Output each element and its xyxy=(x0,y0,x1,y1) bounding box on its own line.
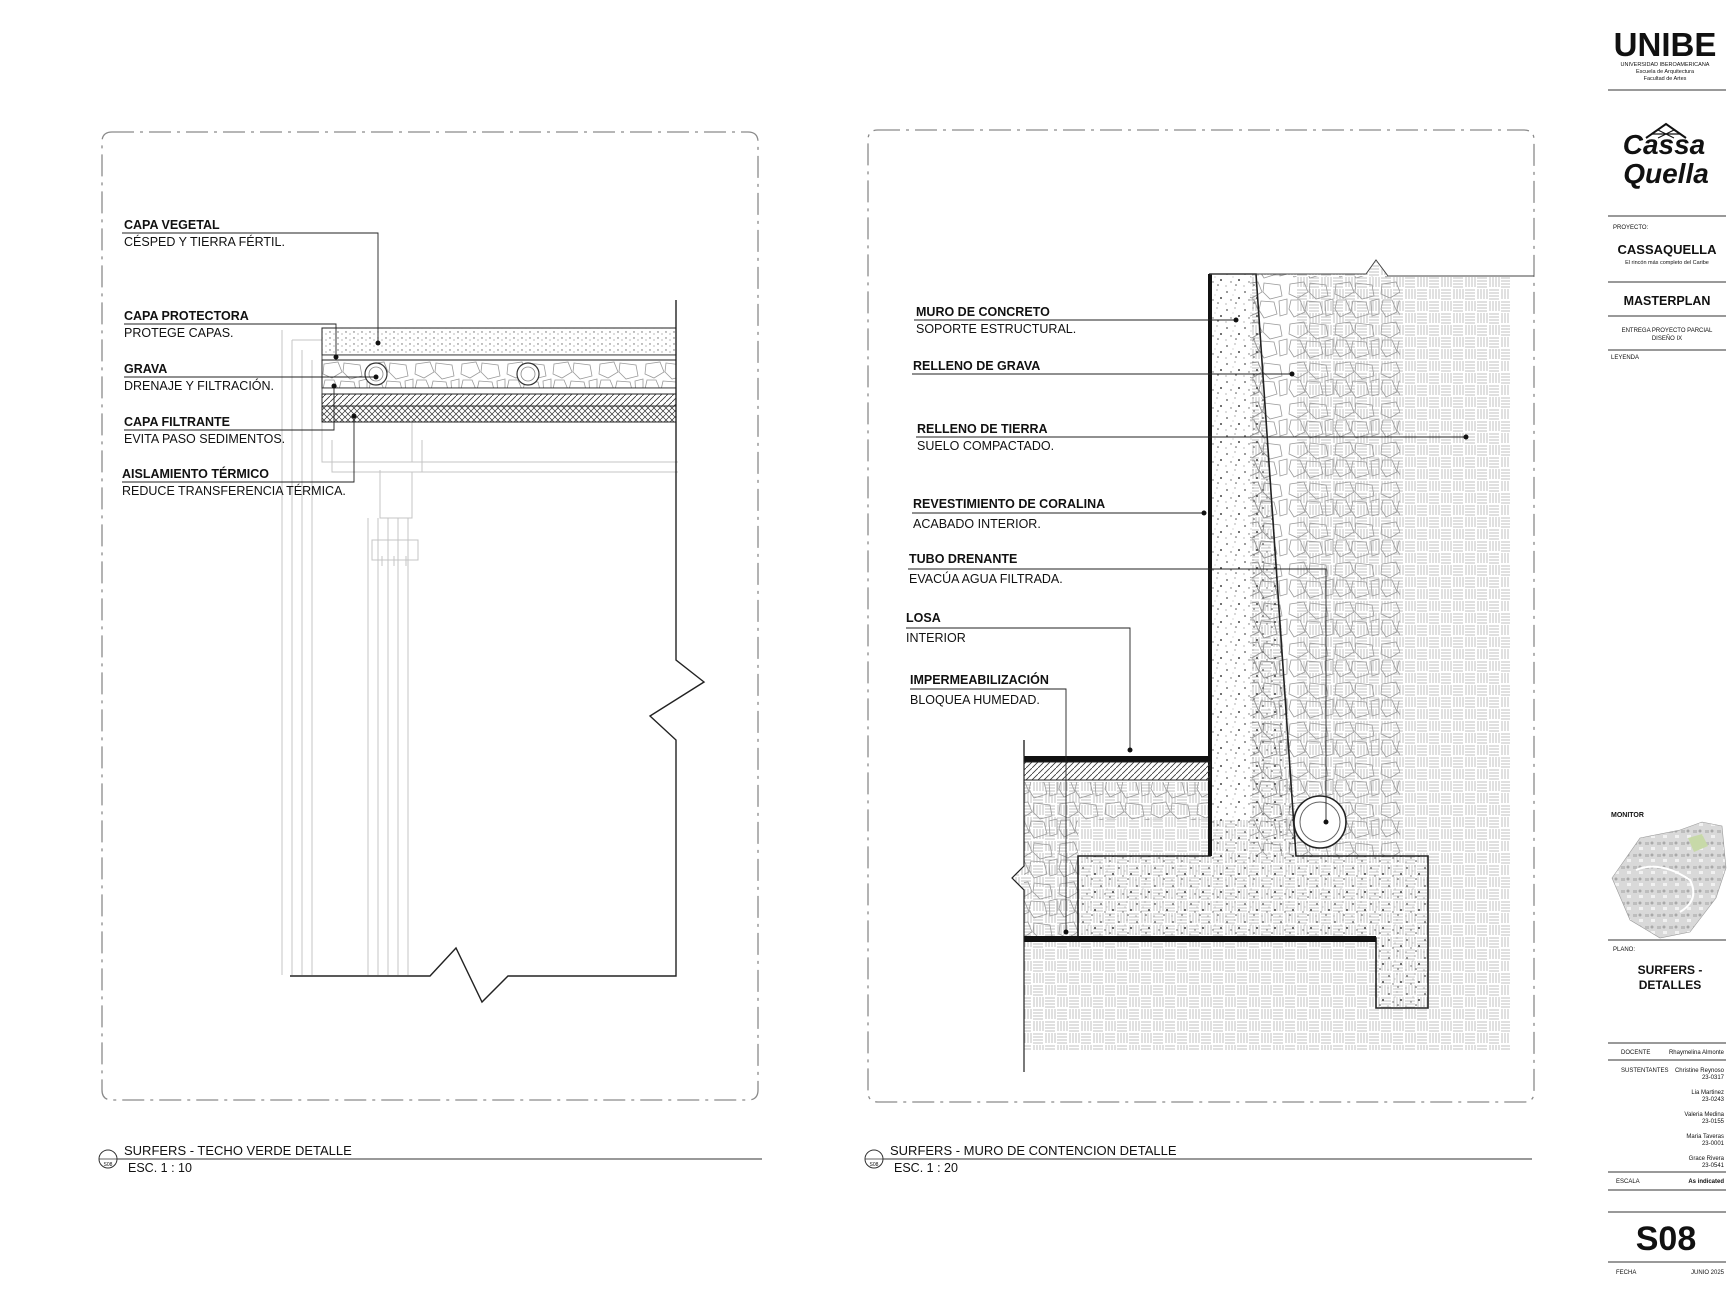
label-capa-filtrante-desc: EVITA PASO SEDIMENTOS. xyxy=(124,432,285,446)
label-tubo-drenante-desc: EVACÚA AGUA FILTRADA. xyxy=(909,571,1063,586)
school-line3: Facultad de Artes xyxy=(1644,76,1687,82)
project-label: PROYECTO: xyxy=(1613,225,1649,231)
label-muro-de-concreto-desc: SOPORTE ESTRUCTURAL. xyxy=(916,322,1076,336)
label-capa-vegetal-desc: CÉSPED Y TIERRA FÉRTIL. xyxy=(124,234,285,249)
label-grava: GRAVA xyxy=(124,362,167,376)
school-line2: Escuela de Arquitectura xyxy=(1636,69,1695,75)
monitor-key-plan xyxy=(1611,821,1727,939)
delivery-line1: ENTREGA PROYECTO PARCIAL xyxy=(1622,328,1713,334)
retaining-wall-section: MURO DE CONCRETO SOPORTE ESTRUCTURAL. RE… xyxy=(906,259,1534,1072)
student-id: 23-0155 xyxy=(1702,1119,1725,1125)
label-aislamiento-termico: AISLAMIENTO TÉRMICO xyxy=(122,466,269,481)
school-line1: UNIVERSIDAD IBEROAMERICANA xyxy=(1621,62,1710,68)
left-detail-marker: S08 xyxy=(104,1162,113,1168)
school-name: UNIBE xyxy=(1614,26,1717,63)
label-relleno-de-grava: RELLENO DE GRAVA xyxy=(913,359,1040,373)
student-id: 23-0317 xyxy=(1702,1075,1725,1081)
students-label: SUSTENTANTES xyxy=(1621,1068,1669,1074)
student-name: Valeria Medina xyxy=(1684,1112,1724,1118)
plan-name-line2: DETALLES xyxy=(1639,978,1701,992)
label-losa: LOSA xyxy=(906,611,941,625)
project-tagline: El rincón más completo del Caribe xyxy=(1625,260,1709,266)
label-capa-protectora-desc: PROTEGE CAPAS. xyxy=(124,326,234,340)
right-detail-scale: ESC. 1 : 20 xyxy=(894,1161,958,1175)
label-revestimiento-de-coralina-desc: ACABADO INTERIOR. xyxy=(913,517,1041,531)
right-detail-frame xyxy=(867,129,1535,1103)
date-label: FECHA xyxy=(1616,1270,1636,1276)
label-losa-desc: INTERIOR xyxy=(906,631,966,645)
student-id: 23-0541 xyxy=(1702,1163,1725,1169)
label-impermeabilizacion-desc: BLOQUEA HUMEDAD. xyxy=(910,693,1040,707)
docente-name: Rhaymelina Almonte xyxy=(1669,1050,1725,1056)
student-id: 23-0243 xyxy=(1702,1097,1725,1103)
student-id: 23-0001 xyxy=(1702,1141,1725,1147)
title-block: UNIBE UNIVERSIDAD IBEROAMERICANA Escuela… xyxy=(1608,26,1727,1276)
scale-label: ESCALA xyxy=(1616,1179,1640,1185)
section-title: MASTERPLAN xyxy=(1624,294,1711,308)
monitor-label: MONITOR xyxy=(1611,812,1644,819)
right-detail-title: SURFERS - MURO DE CONTENCION DETALLE xyxy=(890,1143,1177,1158)
green-roof-section: CAPA VEGETAL CÉSPED Y TIERRA FÉRTIL. CAP… xyxy=(122,218,706,1004)
right-detail-marker: S08 xyxy=(870,1162,879,1168)
student-name: Maria Taveras xyxy=(1686,1134,1724,1140)
logo-text-line1: Cassa xyxy=(1623,129,1706,160)
student-name: Lia Martinez xyxy=(1691,1090,1724,1096)
project-name: CASSAQUELLA xyxy=(1618,242,1718,257)
label-aislamiento-termico-desc: REDUCE TRANSFERENCIA TÉRMICA. xyxy=(122,483,346,498)
plan-label: PLANO: xyxy=(1613,947,1635,953)
student-name: Grace Rivera xyxy=(1689,1156,1725,1162)
label-revestimiento-de-coralina: REVESTIMIENTO DE CORALINA xyxy=(913,497,1105,511)
scale-value: As indicated xyxy=(1688,1179,1724,1185)
student-name: Christine Reynoso xyxy=(1675,1068,1725,1074)
docente-label: DOCENTE xyxy=(1621,1050,1650,1056)
label-grava-desc: DRENAJE Y FILTRACIÓN. xyxy=(124,378,274,393)
left-detail-title: SURFERS - TECHO VERDE DETALLE xyxy=(124,1143,352,1158)
left-detail-caption: S08 SURFERS - TECHO VERDE DETALLE ESC. 1… xyxy=(98,1143,762,1175)
date-value: JUNIO 2025 xyxy=(1691,1270,1725,1276)
plan-name-line1: SURFERS - xyxy=(1638,963,1703,977)
label-muro-de-concreto: MURO DE CONCRETO xyxy=(916,305,1050,319)
label-relleno-de-tierra: RELLENO DE TIERRA xyxy=(917,422,1048,436)
label-capa-protectora: CAPA PROTECTORA xyxy=(124,309,249,323)
label-relleno-de-tierra-desc: SUELO COMPACTADO. xyxy=(917,439,1054,453)
left-detail-scale: ESC. 1 : 10 xyxy=(128,1161,192,1175)
label-capa-vegetal: CAPA VEGETAL xyxy=(124,218,220,232)
left-detail-frame xyxy=(101,131,759,1101)
label-capa-filtrante: CAPA FILTRANTE xyxy=(124,415,230,429)
legend-label: LEYENDA xyxy=(1611,355,1639,361)
label-impermeabilizacion: IMPERMEABILIZACIÓN xyxy=(910,672,1049,687)
cassaquella-logo: Cassa Quella xyxy=(1623,122,1709,189)
delivery-line2: DISEÑO IX xyxy=(1652,335,1682,342)
logo-text-line2: Quella xyxy=(1623,158,1709,189)
right-detail-caption: S08 SURFERS - MURO DE CONTENCION DETALLE… xyxy=(864,1143,1532,1175)
label-tubo-drenante: TUBO DRENANTE xyxy=(909,552,1017,566)
sheet-number: S08 xyxy=(1636,1220,1697,1258)
